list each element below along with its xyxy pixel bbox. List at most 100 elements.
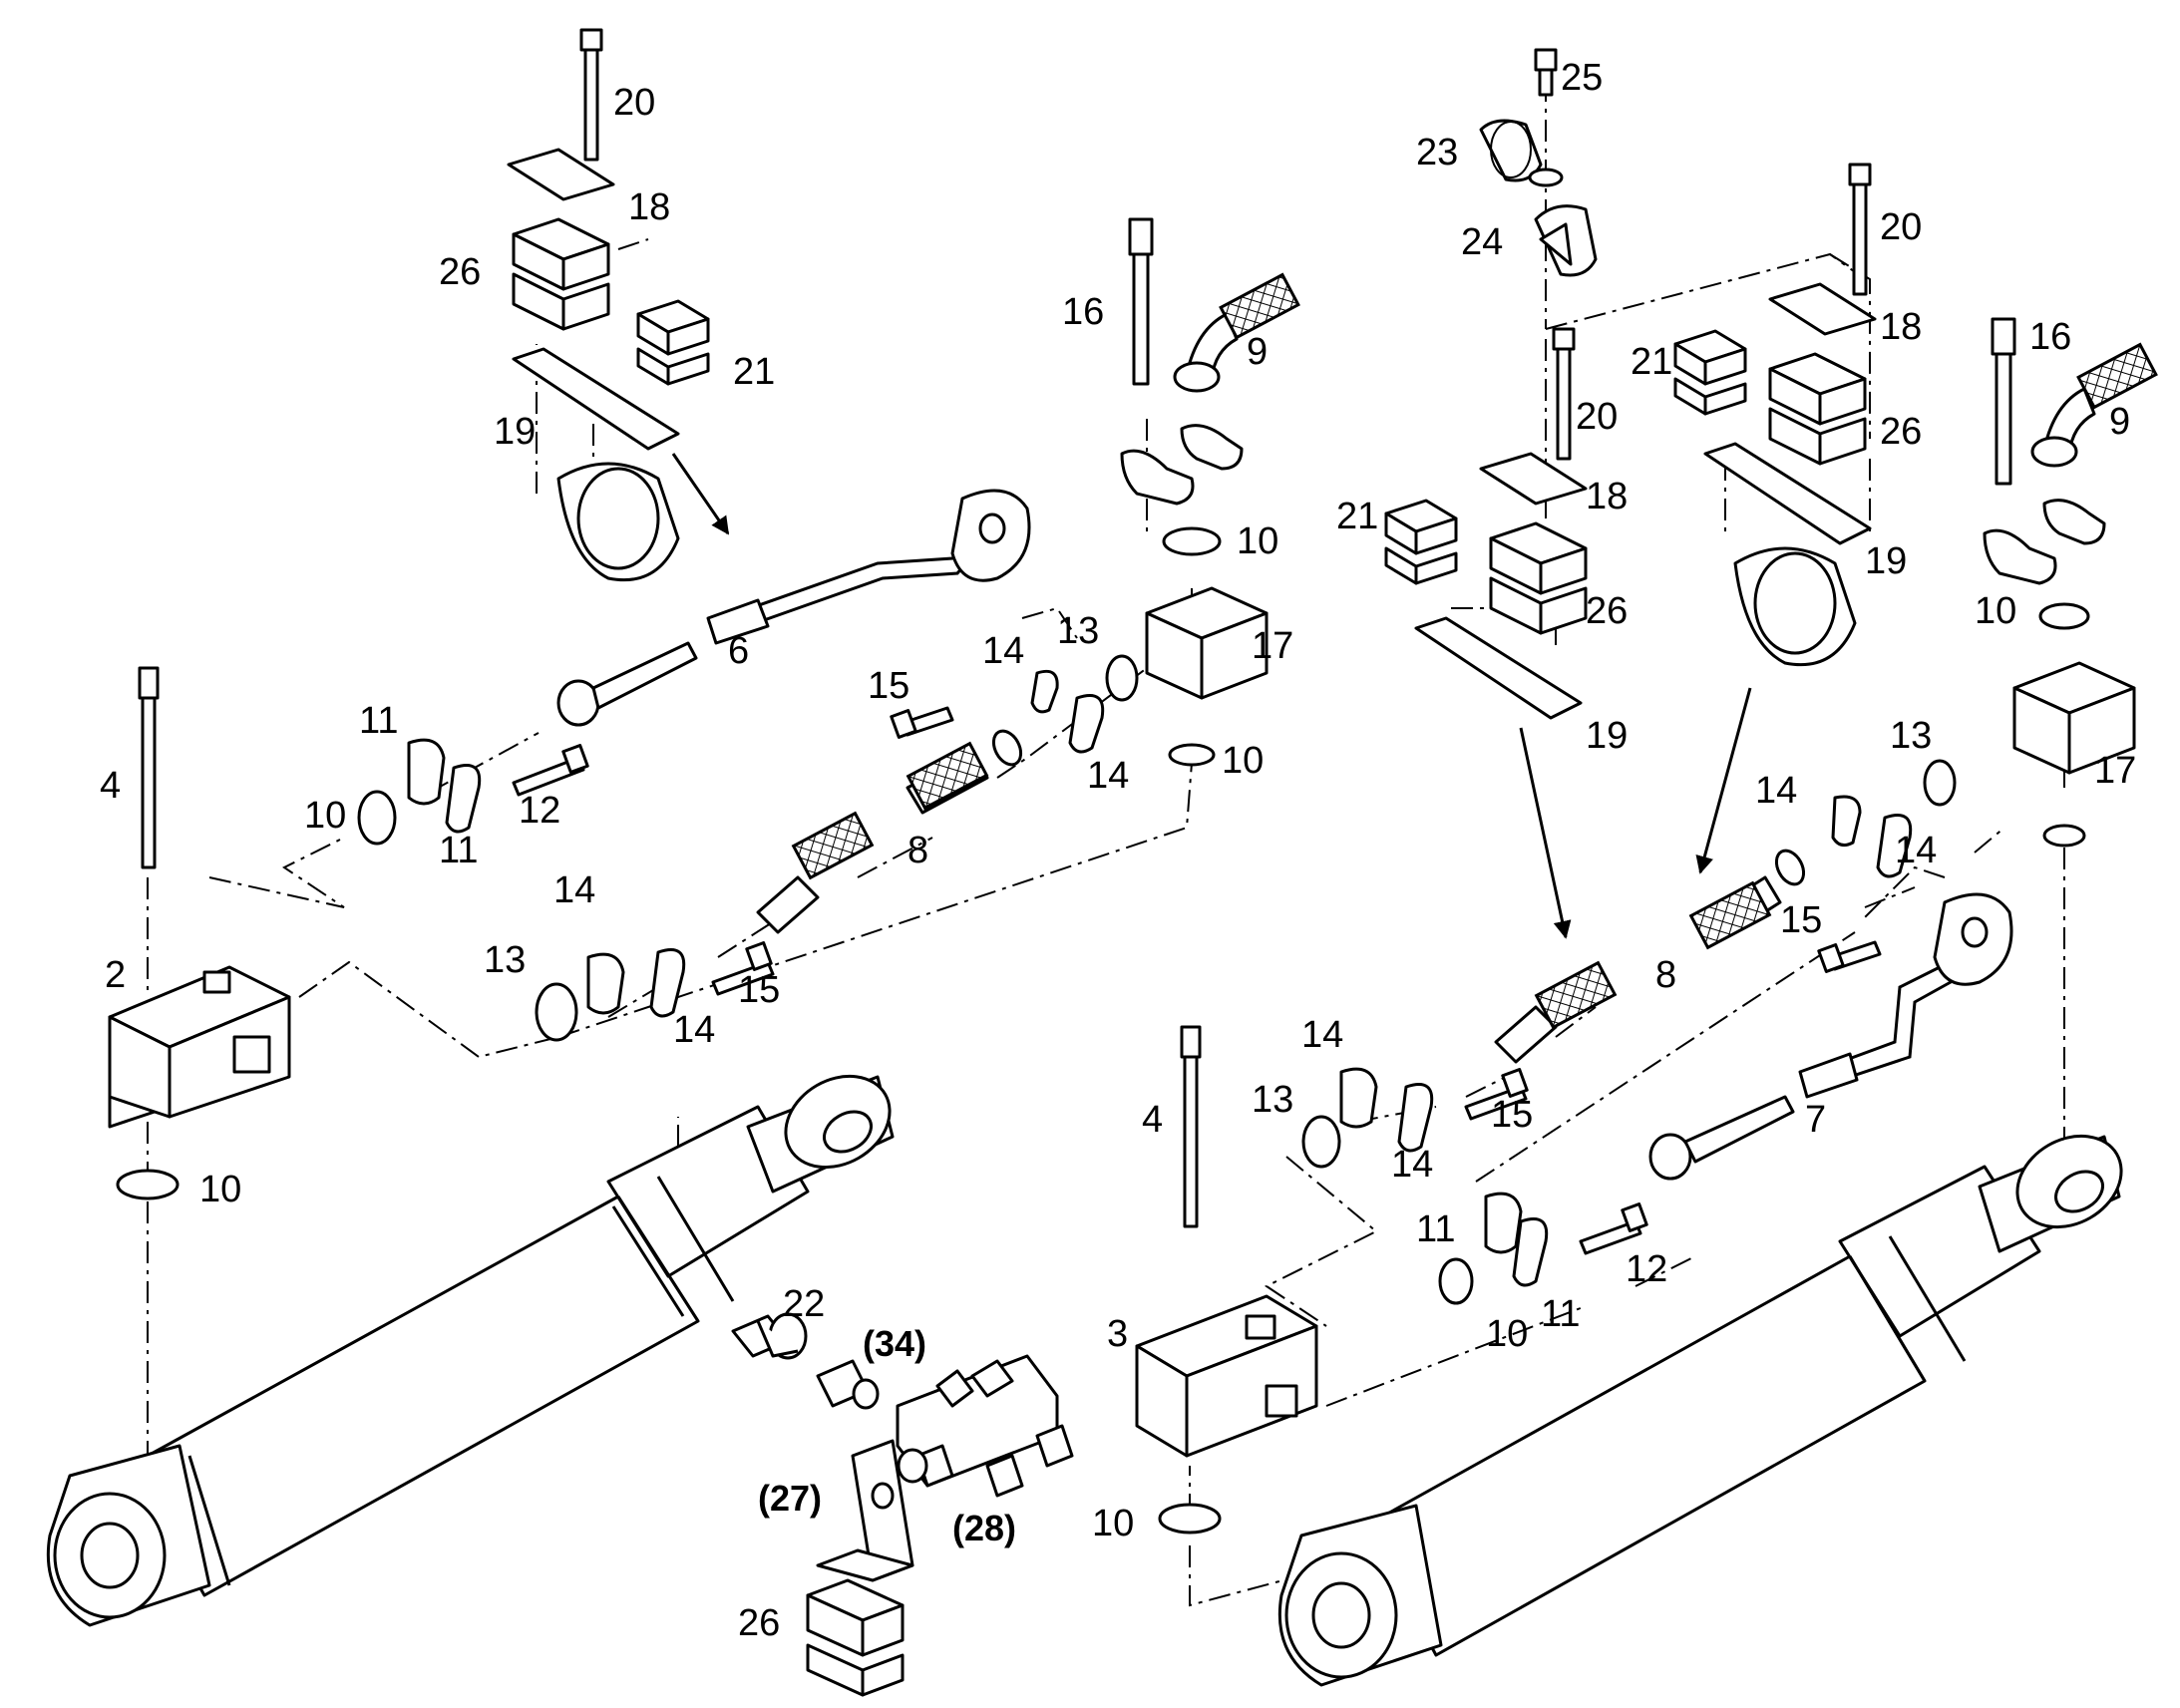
plate-19-right-mid xyxy=(1414,616,1583,720)
callout-21: 21 xyxy=(733,351,775,393)
callout-28: (28) xyxy=(952,1508,1016,1548)
tube-6 xyxy=(556,489,1031,727)
callout-10: 10 xyxy=(1486,1313,1528,1355)
callout-15: 15 xyxy=(1491,1094,1533,1136)
callout-12: 12 xyxy=(1626,1248,1667,1290)
callout-10: 10 xyxy=(199,1169,241,1210)
callout-14: 14 xyxy=(553,869,595,911)
callout-22: 22 xyxy=(783,1283,825,1325)
callout-16: 16 xyxy=(1062,291,1104,333)
callout-2: 2 xyxy=(105,954,126,996)
hose-fitting-9-left xyxy=(1173,272,1300,393)
callout-26: 26 xyxy=(439,251,481,293)
hydraulic-cylinder-left xyxy=(46,1074,895,1627)
callout-21: 21 xyxy=(1631,341,1672,383)
callout-15: 15 xyxy=(738,969,780,1011)
callout-13: 13 xyxy=(1890,715,1932,757)
flange-clamps xyxy=(407,669,1913,1287)
callout-20: 20 xyxy=(1880,206,1922,248)
callout-23: 23 xyxy=(1416,132,1458,173)
block-21-right-top xyxy=(1673,329,1747,416)
callout-24: 24 xyxy=(1461,221,1503,263)
callout-8: 8 xyxy=(1655,954,1676,996)
callout-10: 10 xyxy=(1237,520,1278,562)
o-rings xyxy=(116,526,2090,1535)
callout-7: 7 xyxy=(1805,1099,1826,1141)
bolt-16-right xyxy=(1991,317,2016,486)
callout-14: 14 xyxy=(1895,830,1937,871)
callout-10: 10 xyxy=(1975,590,2016,632)
callout-20: 20 xyxy=(1576,396,1618,438)
bracket-27 xyxy=(816,1439,914,1582)
manifold-block-17-right xyxy=(2012,661,2136,775)
callout-25: 25 xyxy=(1561,57,1603,99)
bolt-20-right-top xyxy=(1848,163,1872,296)
callout-13: 13 xyxy=(1252,1079,1293,1121)
callout-21: 21 xyxy=(1336,496,1378,537)
callout-17: 17 xyxy=(2094,750,2136,792)
split-flange-16 xyxy=(1120,424,2106,585)
valve-block-2 xyxy=(108,965,291,1129)
block-26-left xyxy=(512,217,610,331)
callout-15: 15 xyxy=(1780,899,1822,941)
leader-arrows xyxy=(671,453,1752,939)
block-21-right-mid xyxy=(1384,499,1458,585)
valve-block-3 xyxy=(1135,1294,1318,1458)
hose-fitting-9-right xyxy=(2030,342,2158,468)
callout-17: 17 xyxy=(1252,625,1293,667)
callout-14: 14 xyxy=(1301,1014,1343,1056)
callout-14: 14 xyxy=(1391,1144,1433,1186)
callout-15: 15 xyxy=(868,665,909,707)
clip-23 xyxy=(1479,119,1543,182)
hose-8-right xyxy=(1494,849,1806,1064)
callout-6: 6 xyxy=(728,630,749,672)
callout-14: 14 xyxy=(982,630,1024,672)
manifold-block-17-left xyxy=(1145,586,1269,700)
callout-12: 12 xyxy=(519,790,560,832)
callout-10: 10 xyxy=(1092,1503,1134,1544)
callout-3: 3 xyxy=(1107,1313,1128,1355)
clamp-ring-left xyxy=(556,462,680,582)
plate-18-right-mid xyxy=(1479,452,1588,506)
washer-24 xyxy=(1528,168,1564,187)
callout-19: 19 xyxy=(1865,540,1907,582)
callout-10: 10 xyxy=(304,795,346,837)
callout-18: 18 xyxy=(628,186,670,228)
plate-19-left xyxy=(512,347,680,451)
block-26-right-mid xyxy=(1489,521,1588,635)
callout-18: 18 xyxy=(1586,476,1628,517)
plate-19-right-top xyxy=(1703,442,1872,545)
callout-19: 19 xyxy=(1586,715,1628,757)
tube-7 xyxy=(1648,892,2013,1181)
callout-14: 14 xyxy=(1755,770,1797,812)
callout-8: 8 xyxy=(908,830,928,871)
callout-4: 4 xyxy=(100,765,121,807)
callout-19: 19 xyxy=(494,411,536,453)
callout-11: 11 xyxy=(439,830,478,871)
callout-14: 14 xyxy=(1087,755,1129,797)
clip-24 xyxy=(1534,204,1598,277)
bolt-4-right xyxy=(1180,1025,1202,1228)
callout-13: 13 xyxy=(1057,610,1099,652)
callout-26: 26 xyxy=(1586,590,1628,632)
callout-11: 11 xyxy=(1416,1208,1455,1250)
bolt-16-left xyxy=(1128,217,1154,386)
bolt-4-left xyxy=(138,666,160,869)
block-21-left xyxy=(636,299,710,386)
callout-26: 26 xyxy=(738,1602,780,1644)
elbow-fitting-22 xyxy=(731,1312,808,1360)
plate-18-right-top xyxy=(1768,282,1877,336)
bolt-20-right-mid xyxy=(1552,327,1576,461)
part-callouts: 2 3 4 4 6 7 8 8 9 9 10 10 10 10 10 10 10… xyxy=(100,57,2136,1644)
hose-8-left xyxy=(756,729,1023,934)
bolt-25 xyxy=(1534,48,1558,97)
clamp-ring-right xyxy=(1733,546,1857,667)
plate-18-left xyxy=(507,148,615,201)
callout-34: (34) xyxy=(863,1323,926,1364)
block-26-right-top xyxy=(1768,352,1867,466)
block-26-bottom xyxy=(806,1578,905,1697)
adapter-34 xyxy=(816,1359,880,1410)
callout-18: 18 xyxy=(1880,306,1922,348)
callout-13: 13 xyxy=(484,939,526,981)
